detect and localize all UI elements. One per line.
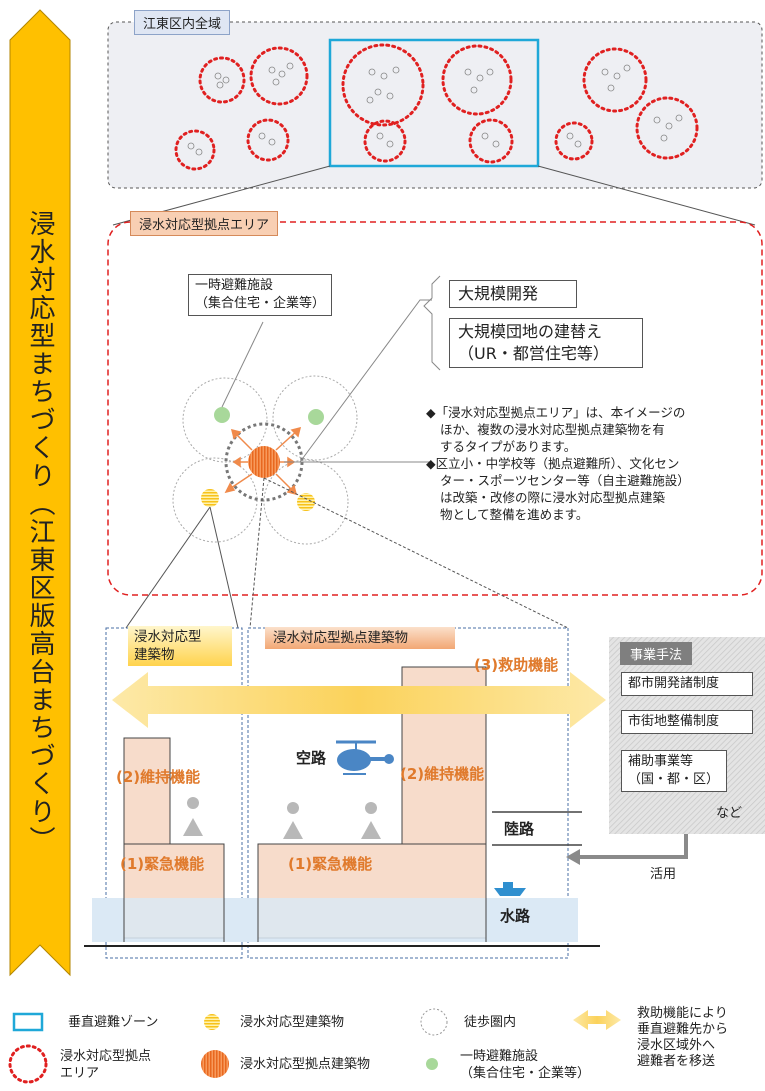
- rescue-arrow: [112, 672, 606, 728]
- method-item: 都市開発諸制度: [621, 672, 753, 696]
- methods-panel: [609, 637, 765, 834]
- area-circle: [198, 56, 246, 104]
- legend-temp-facility-icon: [426, 1058, 438, 1070]
- use-label: 活用: [650, 867, 677, 882]
- emergency-right-label: (1)緊急機能: [288, 855, 373, 873]
- method-subsidy-line2: （国・都・区）: [628, 772, 720, 787]
- note-line: ◆区立小・中学校等（拠点避難所）、文化セン: [426, 456, 680, 471]
- area-circle: [246, 118, 290, 162]
- base-area-frame: [107, 221, 763, 596]
- note-line: 物として整備を進めます。: [440, 507, 589, 522]
- base-area-label: 浸水対応型拠点エリア: [130, 211, 279, 236]
- area-circle: [174, 129, 216, 171]
- rebuild-line2: （UR・都営住宅等）: [458, 344, 609, 363]
- area-circle: [249, 46, 309, 106]
- boat-icon: [494, 882, 526, 896]
- area-circle: [635, 96, 699, 160]
- rebuild-line1: 大規模団地の建替え: [458, 322, 603, 341]
- maintain-left-label: (2)維持機能: [116, 768, 201, 786]
- area-circle: [468, 118, 514, 164]
- type-building-dot: [201, 489, 219, 507]
- area-circle: [341, 43, 425, 127]
- legend-type-building: 浸水対応型建築物: [240, 1015, 345, 1030]
- walking-circle: [182, 377, 268, 463]
- emergency-left-label: (1)緊急機能: [120, 855, 205, 873]
- temp-facility-callout: 一時避難施設 （集合住宅・企業等）: [188, 274, 333, 316]
- legend-base-building-icon: [201, 1050, 229, 1078]
- legend-rescue: 救助機能により 垂直避難先から 浸水区域外へ 避難者を移送: [637, 1006, 728, 1070]
- base-building-dot: [248, 446, 280, 478]
- top-zone-label: 江東区内全域: [134, 10, 231, 35]
- area-circle: [582, 47, 648, 113]
- legend-vertical-zone: 垂直避難ゾーン: [68, 1015, 159, 1030]
- area-circle: [441, 44, 513, 116]
- legend-rescue-arrow-icon: [573, 1010, 621, 1030]
- walking-circle: [272, 375, 358, 461]
- note-line: ◆「浸水対応型拠点エリア」は、本イメージの: [426, 405, 686, 420]
- top-zone-frame: [107, 21, 763, 189]
- legend-walking: 徒歩圏内: [464, 1015, 517, 1030]
- vertical-zone-box: [328, 38, 540, 168]
- note-line: は改築・改修の際に浸水対応型拠点建築: [440, 490, 666, 505]
- legend-temp-line1: 一時避難施設: [460, 1049, 539, 1064]
- method-item: 市街地整備制度: [621, 710, 753, 734]
- rescue-label: (3)救助機能: [474, 656, 559, 674]
- type-building-dot: [297, 493, 315, 511]
- legend-temp-line2: （集合住宅・企業等）: [460, 1066, 591, 1081]
- method-subsidy: 補助事業等 （国・都・区）: [621, 750, 727, 792]
- type-building-tag-line2: 建築物: [134, 647, 175, 663]
- method-etc: など: [716, 806, 743, 821]
- legend-walking-icon: [420, 1008, 448, 1036]
- people: [183, 797, 381, 839]
- side-banner-title: 浸水対応型まちづくり（江東区版高台まちづくり）: [25, 210, 55, 854]
- type-building-tag: 浸水対応型 建築物: [128, 626, 232, 666]
- note-line: ター・スポーツセンター等（自主避難施設）: [440, 473, 690, 488]
- large-scale-dev-box: 大規模開発: [449, 280, 577, 308]
- land-route-label: 陸路: [504, 820, 535, 838]
- water-route-label: 水路: [500, 907, 531, 925]
- notes: ◆「浸水対応型拠点エリア」は、本イメージの ほか、複数の浸水対応型拠点建築物を有…: [426, 404, 690, 523]
- temp-facility-line2: （集合住宅・企業等）: [195, 296, 326, 311]
- legend-base-area-icon: [8, 1044, 48, 1084]
- temp-facility-dot: [308, 409, 324, 425]
- note-line: ほか、複数の浸水対応型拠点建築物を有: [440, 422, 665, 437]
- temp-facility-dot: [214, 407, 230, 423]
- legend-type-building-icon: [204, 1014, 220, 1030]
- legend-base-building: 浸水対応型拠点建築物: [240, 1057, 371, 1072]
- rebuild-box: 大規模団地の建替え （UR・都営住宅等）: [449, 318, 643, 368]
- legend-rescue-line1: 救助機能により: [637, 1006, 728, 1021]
- maintain-right-label: (2)維持機能: [400, 765, 485, 783]
- temp-facility-line1: 一時避難施設: [195, 278, 274, 293]
- walking-circle: [263, 459, 349, 545]
- legend-base-area: 浸水対応型拠点 エリア: [60, 1048, 151, 1082]
- helicopter-icon: [336, 740, 394, 775]
- legend-vertical-zone-icon: [12, 1012, 44, 1032]
- air-route-label: 空路: [296, 749, 327, 767]
- area-circle: [363, 119, 407, 163]
- legend-rescue-line2: 垂直避難先から: [637, 1022, 729, 1037]
- type-building-tag-line1: 浸水対応型: [134, 629, 202, 645]
- legend-rescue-line4: 避難者を移送: [637, 1054, 716, 1069]
- methods-title: 事業手法: [620, 642, 693, 665]
- base-building-tag: 浸水対応型拠点建築物: [265, 627, 455, 649]
- note-line: するタイプがあります。: [440, 439, 577, 454]
- legend-temp-facility: 一時避難施設 （集合住宅・企業等）: [460, 1048, 590, 1082]
- area-circle: [554, 121, 594, 161]
- legend-base-area-line2: エリア: [60, 1066, 100, 1081]
- legend-base-area-line1: 浸水対応型拠点: [60, 1049, 152, 1064]
- side-banner-shape: [9, 9, 71, 977]
- legend-rescue-line3: 浸水区域外へ: [637, 1038, 716, 1053]
- method-subsidy-line1: 補助事業等: [628, 754, 694, 769]
